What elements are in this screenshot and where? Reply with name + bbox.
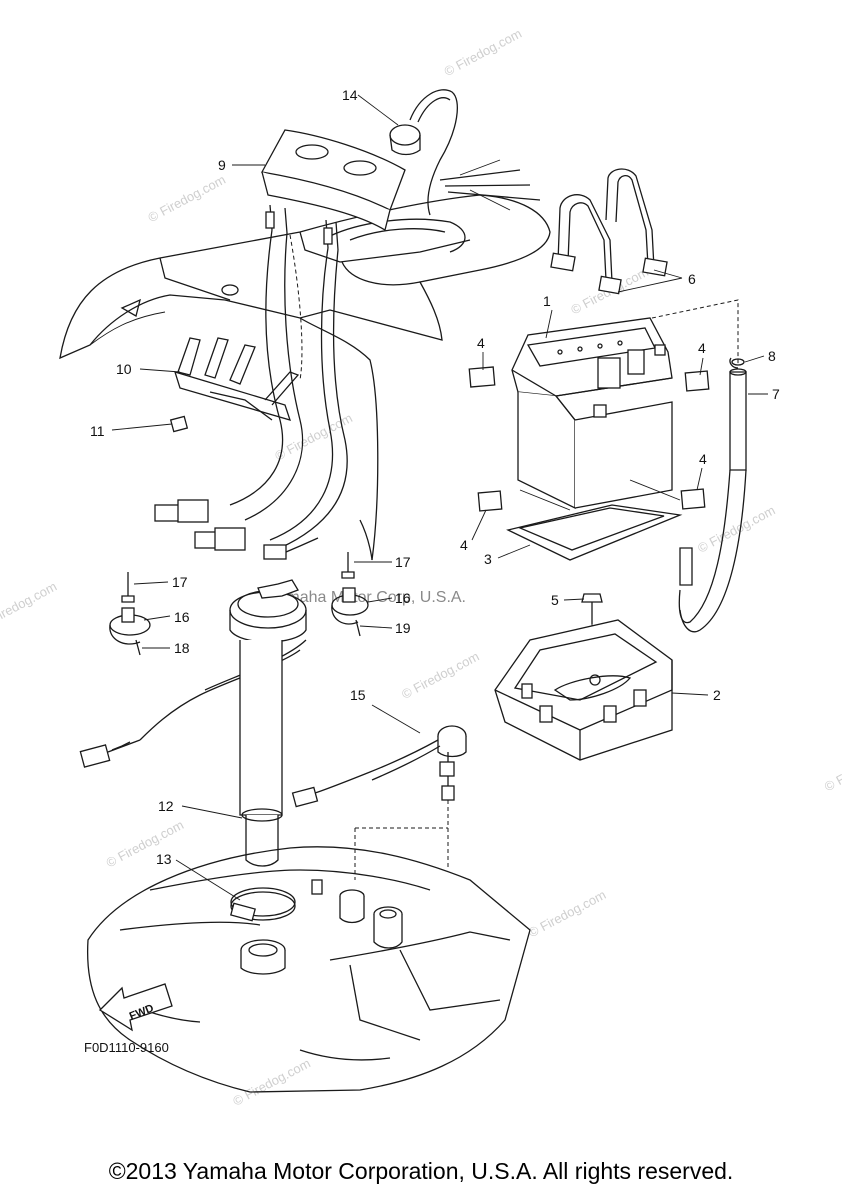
sensor bbox=[291, 725, 467, 880]
fastener-left bbox=[109, 572, 151, 656]
callout-2: 2 bbox=[713, 687, 721, 703]
callout-8: 8 bbox=[768, 348, 776, 364]
watermark: © Firedog.com bbox=[146, 172, 228, 225]
watermark: © Firedog.com bbox=[230, 1055, 312, 1108]
callout-4: 4 bbox=[698, 340, 706, 356]
wire-harness bbox=[154, 159, 541, 560]
callout-7: 7 bbox=[772, 386, 780, 402]
callout-14: 14 bbox=[342, 87, 358, 103]
fwd-arrow: FWD bbox=[98, 983, 173, 1032]
fastener-right bbox=[331, 552, 369, 637]
callout-12: 12 bbox=[158, 798, 174, 814]
callout-13: 13 bbox=[156, 851, 172, 867]
callout-17: 17 bbox=[395, 554, 411, 570]
callout-1: 1 bbox=[543, 293, 551, 309]
cap-with-cord bbox=[389, 89, 458, 216]
lower-hull bbox=[86, 846, 531, 1093]
callout-3: 3 bbox=[484, 551, 492, 567]
callout-16: 16 bbox=[395, 590, 411, 606]
clip bbox=[169, 415, 189, 433]
bracket bbox=[174, 337, 300, 421]
watermark: © Firedog.com bbox=[442, 26, 524, 79]
callout-9: 9 bbox=[218, 157, 226, 173]
battery-straps bbox=[550, 168, 668, 295]
upper-hull-panel bbox=[59, 194, 551, 561]
callout-5: 5 bbox=[551, 592, 559, 608]
leader-lines bbox=[111, 94, 768, 901]
hose-clamp bbox=[230, 887, 296, 975]
battery-pads bbox=[468, 366, 710, 512]
battery bbox=[511, 299, 739, 510]
watermark: © Firedog.com bbox=[695, 502, 777, 555]
callout-17: 17 bbox=[172, 574, 188, 590]
watermark-center: Yamaha Motor Corp, U.S.A. bbox=[268, 589, 466, 606]
callout-19: 19 bbox=[395, 620, 411, 636]
callout-6: 6 bbox=[688, 271, 696, 287]
fuel-sender bbox=[139, 579, 307, 867]
callouts: 1 2 3 4 4 4 4 5 6 7 8 9 10 11 12 13 14 1… bbox=[90, 87, 780, 867]
battery-mat bbox=[506, 479, 683, 561]
instrument-pod bbox=[260, 129, 406, 251]
copyright-notice: ©2013 Yamaha Motor Corporation, U.S.A. A… bbox=[108, 1158, 734, 1184]
connector-left bbox=[79, 739, 141, 768]
watermark: © Firedog.com bbox=[526, 887, 608, 940]
callout-18: 18 bbox=[174, 640, 190, 656]
callout-4: 4 bbox=[477, 335, 485, 351]
watermark: © Firedog.com bbox=[104, 817, 186, 870]
callout-15: 15 bbox=[350, 687, 366, 703]
grommets bbox=[311, 879, 403, 949]
watermark: © Firedog.com bbox=[822, 741, 842, 794]
callout-4: 4 bbox=[699, 451, 707, 467]
diagram-code: F0D1110-9160 bbox=[84, 1040, 169, 1055]
battery-box bbox=[494, 619, 673, 761]
callout-16: 16 bbox=[174, 609, 190, 625]
watermark: © Firedog.com bbox=[399, 649, 481, 702]
callout-10: 10 bbox=[116, 361, 132, 377]
callout-11: 11 bbox=[90, 423, 105, 439]
breather-hose bbox=[678, 357, 747, 633]
watermark: © Firedog.com bbox=[0, 579, 59, 632]
watermark-layer: © Firedog.com © Firedog.com © Firedog.co… bbox=[0, 26, 842, 1109]
callout-4: 4 bbox=[460, 537, 468, 553]
